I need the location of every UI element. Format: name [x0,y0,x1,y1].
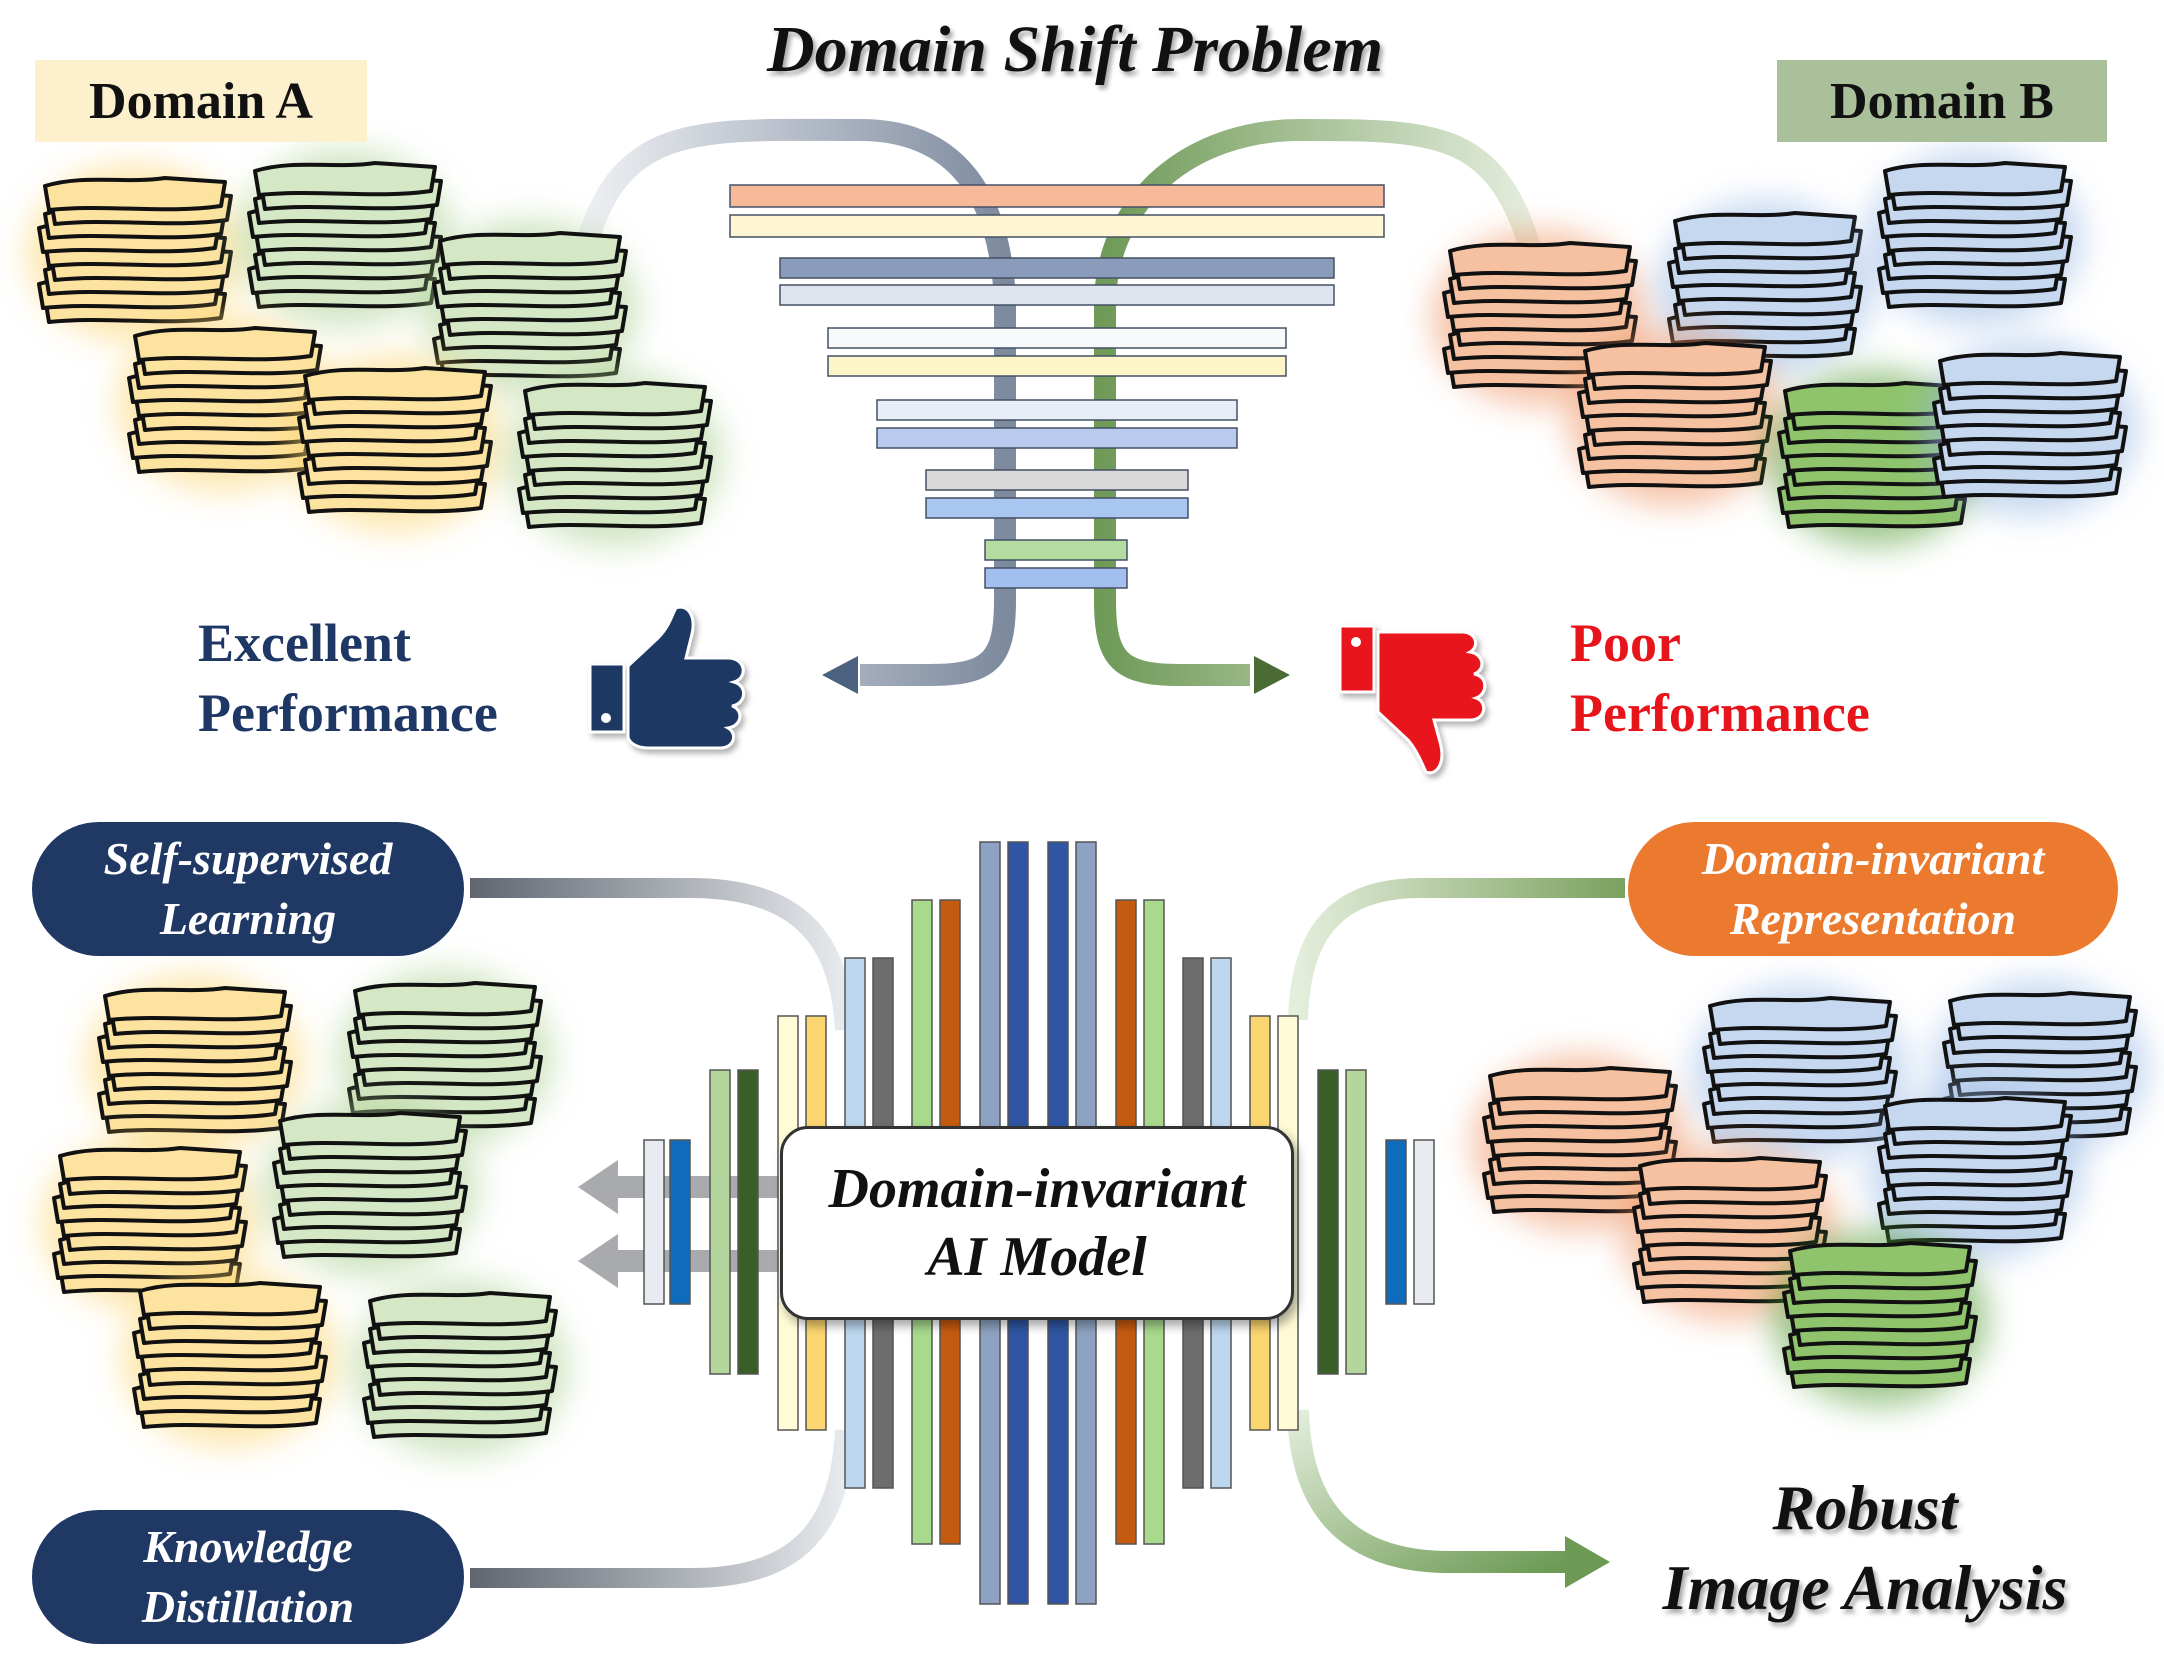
paper-sheet [1948,991,2132,1027]
document-stack-icon [422,219,638,397]
paper-sheet [138,1281,322,1317]
paper-sheet [43,176,227,212]
ssl-line-2: Learning [159,893,337,944]
paper-sheet [1448,241,1632,277]
document-stack-icon [1922,339,2138,517]
self-supervised-learning-pill: Self-supervised Learning [32,822,464,956]
paper-sheet [1938,351,2122,387]
ssl-line-1: Self-supervised [103,833,393,884]
document-stack-icon [42,1134,258,1312]
ssl-connector [470,878,855,1031]
domain-a-flow-curve [574,118,1016,686]
excellent-line-1: Excellent [198,613,411,673]
paper-sheet [103,986,287,1022]
paper-sheet [1708,996,1892,1032]
model-line-1: Domain-invariant [828,1158,1246,1220]
document-stack-icon [262,1099,478,1277]
paper-sheet [1488,1066,1672,1102]
paper-sheet [353,981,537,1017]
paper-sheet [58,1146,242,1182]
model-line-2: AI Model [927,1226,1147,1288]
diagram-title: Domain Shift Problem [766,13,1384,86]
document-stack-icon [27,164,243,342]
paper-sheet [133,326,317,362]
document-stack-icon [237,149,453,327]
thumbs-up-icon [588,605,745,750]
paper-sheet [1788,1241,1972,1277]
domain-invariant-representation-pill: Domain-invariant Representation [1628,822,2118,956]
paper-sheet [1883,161,2067,197]
kd-line-2: Distillation [141,1581,355,1632]
dir-line-1: Domain-invariant [1701,833,2045,884]
result-arrow-head [1565,1536,1610,1588]
domain-b-flow-curve [1094,118,1546,686]
knowledge-distillation-pill: Knowledge Distillation [32,1510,464,1644]
paper-sheet [1638,1156,1822,1192]
excellent-line-2: Performance [198,683,498,743]
document-stack-icon [507,369,723,547]
domain-b-label: Domain B [1777,60,2107,142]
paper-sheet [253,161,437,197]
paper-sheet [1673,211,1857,247]
arrow-left-head [822,656,858,694]
robust-line-2: Image Analysis [1662,1552,2068,1623]
thumbs-down-icon [1338,624,1487,775]
document-stack-icon [1772,1229,1988,1407]
funnel-network [729,184,1385,589]
result-connector [1287,1409,1570,1573]
document-stacks [27,149,2148,1457]
document-stack-icon [1567,329,1783,507]
document-stack-icon [352,1279,568,1457]
paper-sheet [438,231,622,267]
poor-performance-label: Poor Performance [1570,608,1870,748]
document-stack-icon [1867,1084,2083,1262]
document-stack-icon [1622,1144,1838,1322]
paper-sheet [1883,1096,2067,1132]
document-stack-icon [117,314,333,492]
document-stack-icon [1867,149,2083,327]
kd-connector [470,1429,855,1588]
kd-line-1: Knowledge [143,1521,353,1572]
document-stack-icon [287,354,503,532]
document-stack-icon [1657,199,1873,377]
arrow-right-head [1254,656,1290,694]
paper-sheet [523,381,707,417]
paper-sheet [303,366,487,402]
domain-a-label: Domain A [35,60,367,142]
domain-invariant-model-box: Domain-invariant AI Model [780,1126,1294,1320]
poor-line-1: Poor [1570,613,1681,673]
document-stack-icon [337,969,553,1147]
paper-sheet [368,1291,552,1327]
robust-image-analysis-label: Robust Image Analysis [1620,1468,2110,1628]
document-stack-icon [1692,984,1908,1162]
poor-line-2: Performance [1570,683,1870,743]
paper-sheet [278,1111,462,1147]
document-stack-icon [122,1269,338,1447]
document-stack-icon [87,974,303,1152]
excellent-performance-label: Excellent Performance [198,608,498,748]
dir-connector [1288,878,1625,1021]
dir-line-2: Representation [1729,893,2017,944]
document-stack-icon [1472,1054,1688,1232]
robust-line-1: Robust [1772,1472,1958,1543]
paper-sheet [1583,341,1767,377]
